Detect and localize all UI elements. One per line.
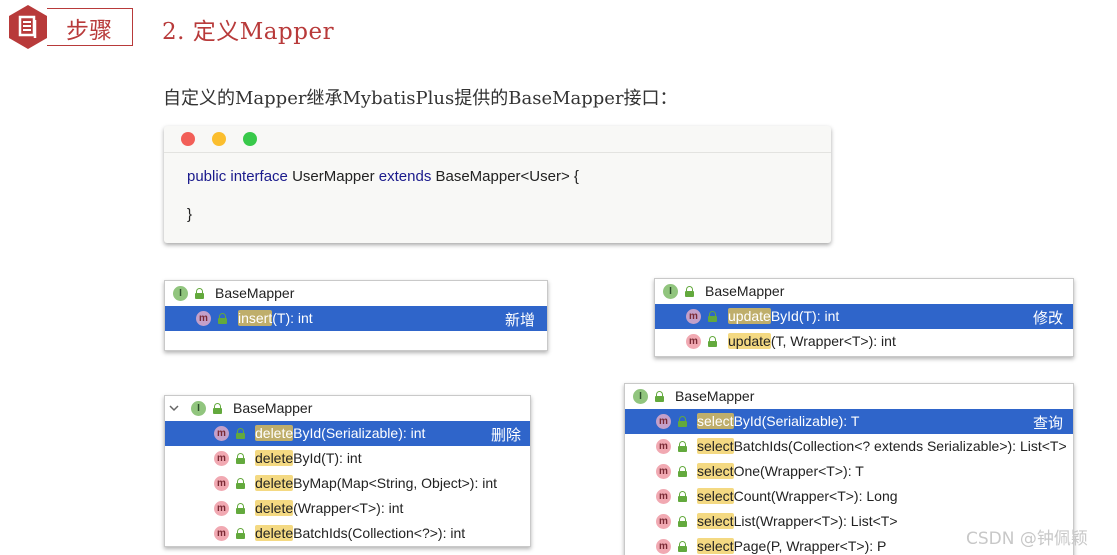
- lock-icon: [236, 428, 245, 439]
- completion-item[interactable]: m selectBatchIds(Collection<? extends Se…: [625, 434, 1073, 459]
- method-signature: deleteByMap(Map<String, Object>): int: [255, 475, 498, 491]
- method-icon: m: [214, 501, 229, 516]
- completion-popup-delete[interactable]: I BaseMapper m deleteById(Serializable):…: [164, 395, 531, 547]
- code-window-titlebar: [164, 126, 831, 153]
- code-line-2: }: [187, 206, 193, 223]
- lock-icon: [678, 416, 687, 427]
- method-signature: update(T, Wrapper<T>): int: [728, 333, 896, 349]
- completion-item[interactable]: m delete(Wrapper<T>): int: [165, 496, 530, 521]
- interface-icon: I: [173, 286, 188, 301]
- method-signature: insert(T): int: [238, 310, 313, 326]
- completion-item[interactable]: m selectCount(Wrapper<T>): Long: [625, 484, 1073, 509]
- completion-item[interactable]: m update(T, Wrapper<T>): int: [655, 329, 1073, 354]
- step-label: 步骤: [66, 18, 112, 44]
- completion-item[interactable]: m deleteById(Serializable): int 删除: [165, 421, 530, 446]
- popup-header: I BaseMapper: [655, 279, 1073, 304]
- action-tag: 修改: [1033, 309, 1064, 327]
- description-text: 自定义的Mapper继承MybatisPlus提供的BaseMapper接口：: [163, 88, 678, 109]
- completion-item[interactable]: m deleteById(T): int: [165, 446, 530, 471]
- method-icon: m: [656, 514, 671, 529]
- interface-icon: I: [633, 389, 648, 404]
- completion-popup-select[interactable]: I BaseMapper m selectById(Serializable):…: [624, 383, 1074, 555]
- completion-item[interactable]: m deleteBatchIds(Collection<?>): int: [165, 521, 530, 546]
- code-line-1: public interface UserMapper extends Base…: [187, 168, 579, 185]
- code-keyword: extends: [378, 168, 432, 185]
- completion-popup-insert[interactable]: I BaseMapper m insert(T): int 新增: [164, 280, 548, 351]
- popup-header: I BaseMapper: [165, 396, 530, 421]
- completion-item[interactable]: m insert(T): int 新增: [165, 306, 547, 331]
- method-icon: m: [656, 539, 671, 554]
- minimize-dot-icon: [212, 132, 226, 146]
- completion-item[interactable]: m selectList(Wrapper<T>): List<T>: [625, 509, 1073, 534]
- lock-icon: [678, 466, 687, 477]
- popup-header-label: BaseMapper: [705, 283, 785, 299]
- lock-icon: [685, 286, 694, 297]
- method-signature: delete(Wrapper<T>): int: [255, 500, 404, 516]
- chevron-down-icon[interactable]: [169, 403, 179, 413]
- method-signature: deleteById(Serializable): int: [255, 425, 426, 441]
- step-label-box: [47, 8, 133, 46]
- lock-icon: [678, 541, 687, 552]
- action-tag: 新增: [505, 311, 536, 329]
- code-window: public interface UserMapper extends Base…: [164, 126, 831, 243]
- lock-icon: [218, 313, 227, 324]
- watermark: CSDN @钟佩颖: [966, 529, 1088, 549]
- lock-icon: [678, 441, 687, 452]
- lock-icon: [195, 288, 204, 299]
- completion-item[interactable]: m selectById(Serializable): T 查询: [625, 409, 1073, 434]
- code-text: BaseMapper<User> {: [431, 168, 579, 185]
- method-icon: m: [686, 309, 701, 324]
- method-signature: selectOne(Wrapper<T>): T: [697, 463, 864, 479]
- method-icon: m: [214, 526, 229, 541]
- code-identifier: UserMapper: [287, 168, 379, 185]
- lock-icon: [655, 391, 664, 402]
- method-signature: selectById(Serializable): T: [697, 413, 860, 429]
- popup-header-label: BaseMapper: [233, 400, 313, 416]
- lock-icon: [236, 453, 245, 464]
- method-icon: m: [656, 464, 671, 479]
- method-icon: m: [656, 489, 671, 504]
- popup-header-label: BaseMapper: [675, 388, 755, 404]
- method-icon: m: [686, 334, 701, 349]
- lock-icon: [213, 403, 222, 414]
- lock-icon: [236, 503, 245, 514]
- lock-icon: [678, 491, 687, 502]
- popup-header: I BaseMapper: [625, 384, 1073, 409]
- method-signature: deleteById(T): int: [255, 450, 362, 466]
- action-tag: 查询: [1033, 414, 1064, 432]
- lock-icon: [236, 528, 245, 539]
- interface-icon: I: [191, 401, 206, 416]
- close-dot-icon: [181, 132, 195, 146]
- completion-item[interactable]: m selectPage(P, Wrapper<T>): P: [625, 534, 1073, 555]
- lock-icon: [678, 516, 687, 527]
- popup-header: I BaseMapper: [165, 281, 547, 306]
- action-tag: 删除: [491, 426, 522, 444]
- step-title: 2. 定义Mapper: [162, 19, 335, 45]
- completion-item[interactable]: m deleteByMap(Map<String, Object>): int: [165, 471, 530, 496]
- lock-icon: [708, 336, 717, 347]
- lock-icon: [236, 478, 245, 489]
- completion-item[interactable]: m updateById(T): int 修改: [655, 304, 1073, 329]
- lock-icon: [708, 311, 717, 322]
- method-signature: deleteBatchIds(Collection<?>): int: [255, 525, 466, 541]
- method-signature: selectBatchIds(Collection<? extends Seri…: [697, 438, 1067, 454]
- method-signature: updateById(T): int: [728, 308, 840, 324]
- maximize-dot-icon: [243, 132, 257, 146]
- completion-item[interactable]: m selectOne(Wrapper<T>): T: [625, 459, 1073, 484]
- method-icon: m: [214, 451, 229, 466]
- step-badge-icon: [9, 5, 47, 49]
- interface-icon: I: [663, 284, 678, 299]
- method-icon: m: [656, 439, 671, 454]
- method-signature: selectList(Wrapper<T>): List<T>: [697, 513, 898, 529]
- method-icon: m: [196, 311, 211, 326]
- method-signature: selectCount(Wrapper<T>): Long: [697, 488, 898, 504]
- method-icon: m: [656, 414, 671, 429]
- completion-popup-update[interactable]: I BaseMapper m updateById(T): int 修改 m u…: [654, 278, 1074, 357]
- method-signature: selectPage(P, Wrapper<T>): P: [697, 538, 887, 554]
- popup-header-label: BaseMapper: [215, 285, 295, 301]
- method-icon: m: [214, 426, 229, 441]
- code-keyword: public interface: [187, 168, 288, 185]
- method-icon: m: [214, 476, 229, 491]
